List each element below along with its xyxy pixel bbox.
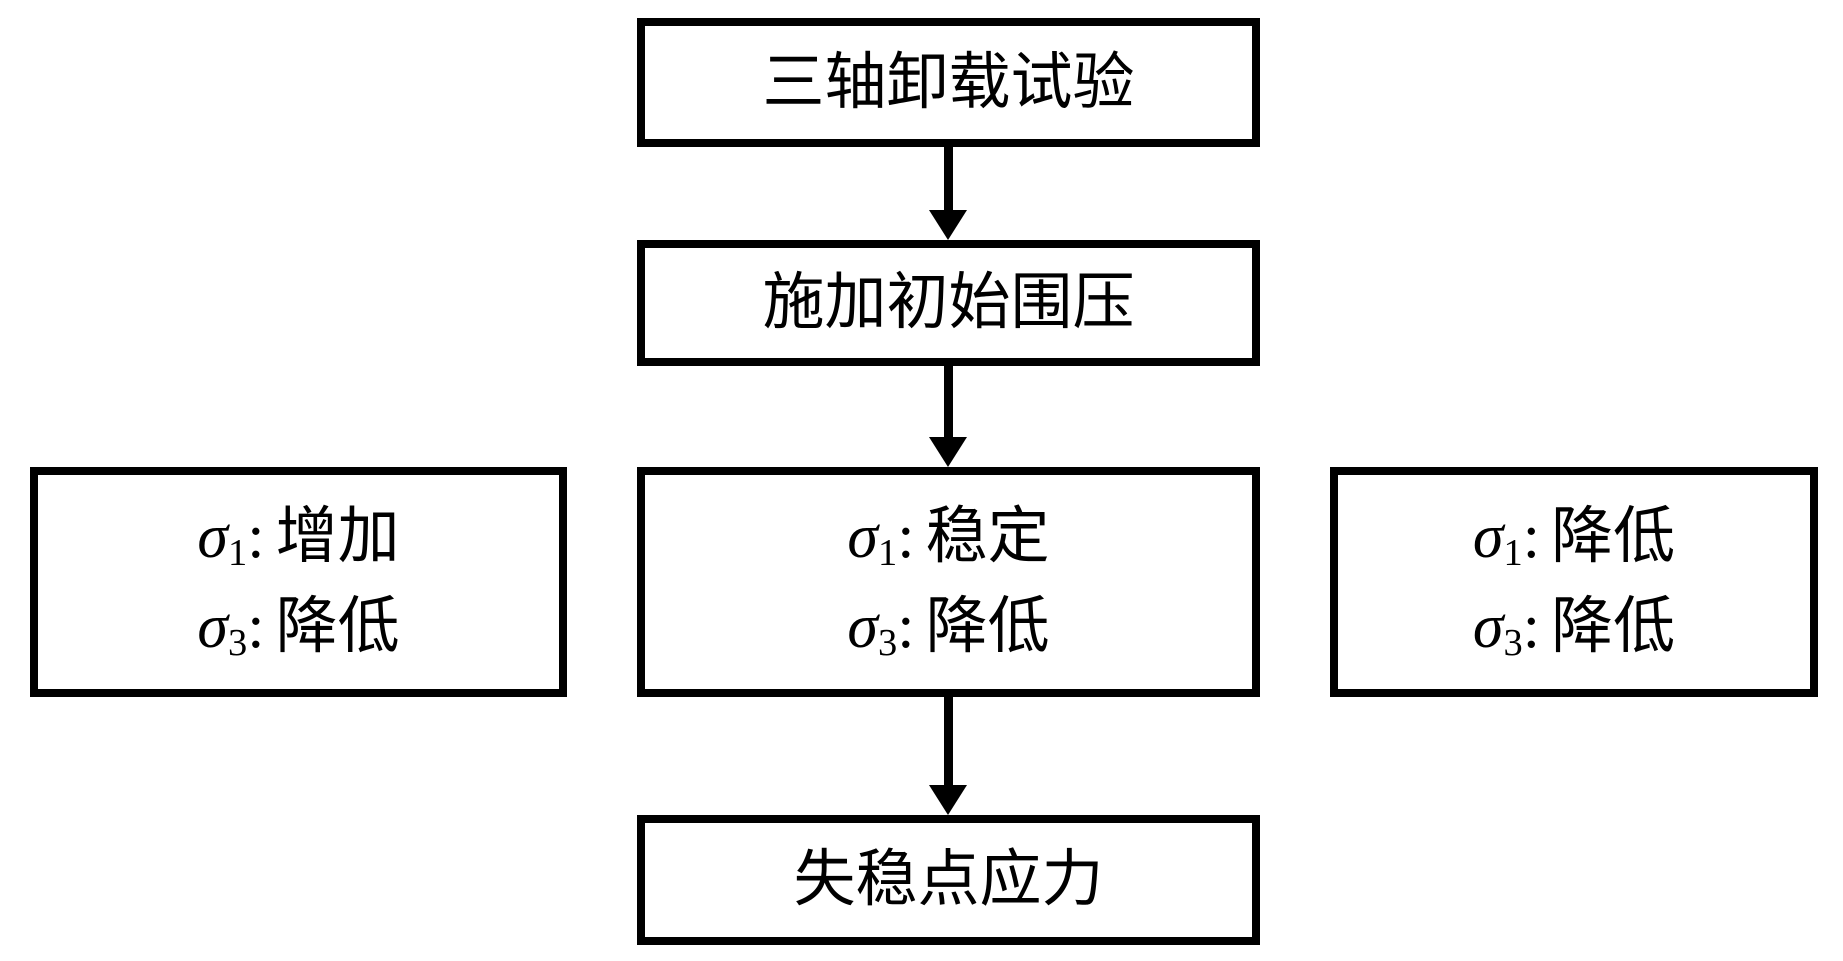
arrow-down-3 (929, 697, 967, 815)
flow-box-label: 三轴卸载试验 (762, 48, 1135, 117)
flow-box-stress-path-left: σ1:增加 σ3:降低 (30, 467, 567, 697)
stress-change-value: 降低 (1551, 593, 1676, 661)
arrow-shaft (943, 366, 953, 437)
sigma-subscript: 1 (877, 532, 898, 575)
arrow-shaft (943, 697, 953, 785)
sigma-symbol: σ (197, 503, 228, 571)
stress-change-value: 降低 (275, 593, 400, 661)
stress-change-value: 降低 (1551, 503, 1676, 571)
flow-box-label: 施加初始围压 (762, 269, 1135, 337)
flow-box-initial-confining-pressure: 施加初始围压 (637, 240, 1260, 366)
stress-change-value: 降低 (925, 593, 1050, 661)
stress-change-value: 增加 (275, 503, 400, 571)
arrow-head-icon (929, 785, 967, 815)
sigma-symbol: σ (197, 593, 228, 661)
stress-line-sigma3: σ3:降低 (1473, 582, 1675, 672)
arrow-down-1 (929, 147, 967, 240)
arrow-shaft (943, 147, 953, 210)
flow-box-instability-point-stress: 失稳点应力 (637, 815, 1260, 945)
sigma-subscript: 3 (1503, 622, 1523, 665)
separator: : (1522, 593, 1540, 661)
sigma-subscript: 1 (1503, 532, 1523, 575)
sigma-subscript: 1 (227, 532, 248, 575)
stress-line-sigma1: σ1:降低 (1473, 492, 1675, 582)
sigma-symbol: σ (1472, 593, 1504, 661)
sigma-subscript: 3 (877, 622, 898, 665)
separator: : (247, 503, 265, 571)
flow-box-stress-path-right: σ1:降低 σ3:降低 (1330, 467, 1818, 697)
arrow-head-icon (929, 210, 967, 240)
arrow-head-icon (929, 437, 967, 467)
stress-line-sigma3: σ3:降低 (197, 582, 399, 672)
stress-line-sigma1: σ1:稳定 (847, 492, 1049, 582)
flow-box-triaxial-unloading-test: 三轴卸载试验 (637, 18, 1260, 147)
stress-change-value: 稳定 (925, 503, 1050, 571)
flow-box-label: 失稳点应力 (793, 846, 1104, 914)
flow-box-stress-path-center: σ1:稳定 σ3:降低 (637, 467, 1260, 697)
sigma-symbol: σ (847, 503, 878, 571)
separator: : (1522, 503, 1540, 571)
stress-line-sigma1: σ1:增加 (197, 492, 399, 582)
sigma-symbol: σ (1472, 503, 1504, 571)
arrow-down-2 (929, 366, 967, 467)
stress-line-sigma3: σ3:降低 (847, 582, 1049, 672)
separator: : (897, 503, 915, 571)
sigma-subscript: 3 (227, 622, 248, 665)
separator: : (247, 593, 265, 661)
separator: : (897, 593, 915, 661)
sigma-symbol: σ (847, 593, 878, 661)
